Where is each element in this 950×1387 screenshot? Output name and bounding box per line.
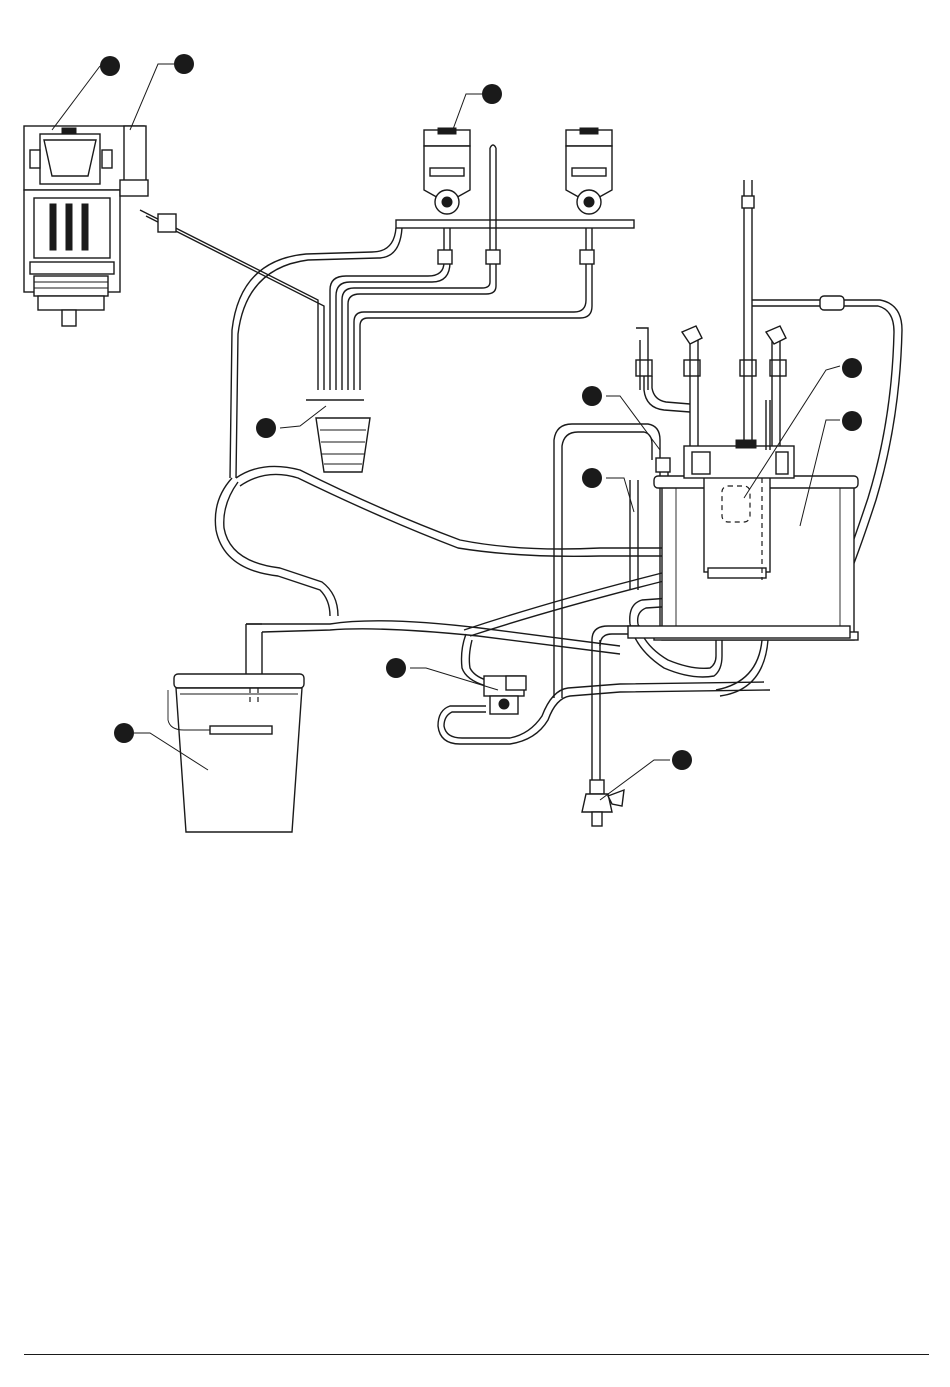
air-vent-tube	[490, 145, 496, 256]
callout-3	[482, 84, 502, 104]
mixing-cup	[306, 400, 370, 472]
callout-1	[100, 56, 120, 76]
callout-7	[842, 358, 862, 378]
callout-9	[386, 658, 406, 678]
base-rail	[628, 626, 850, 638]
callout-11	[672, 750, 692, 770]
callout-5	[582, 386, 602, 406]
grinder-unit	[24, 126, 148, 326]
powder-canister-left	[424, 128, 470, 214]
callout-10	[114, 723, 134, 743]
powder-canister-right	[566, 128, 612, 214]
callout-markers	[100, 54, 862, 770]
callout-4	[256, 418, 276, 438]
steam-wands	[636, 180, 786, 450]
callout-8	[842, 411, 862, 431]
water-pump	[484, 676, 526, 714]
page-bottom-rule	[24, 1354, 929, 1355]
callout-2	[174, 54, 194, 74]
canister-mounting-bar	[396, 220, 634, 228]
waste-bucket	[168, 674, 304, 832]
callout-6	[582, 468, 602, 488]
